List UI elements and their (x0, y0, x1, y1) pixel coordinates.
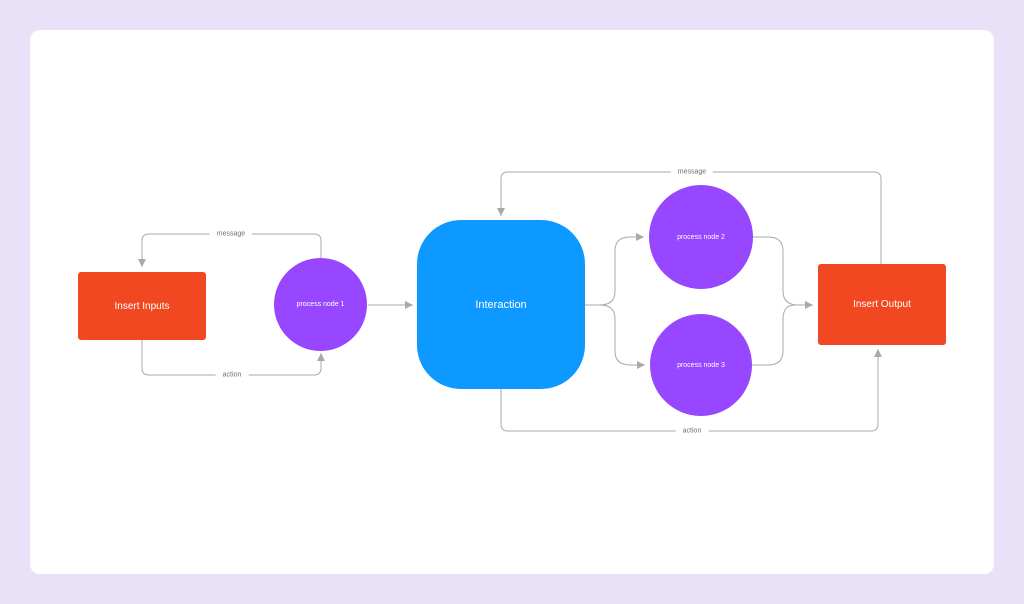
node-process-node-1-label: process node 1 (296, 301, 345, 308)
node-interaction-label: Interaction (475, 298, 527, 311)
node-insert-inputs-label: Insert Inputs (114, 300, 170, 312)
node-insert-output[interactable]: Insert Output (818, 264, 946, 345)
node-process-node-1[interactable]: process node 1 (274, 258, 367, 351)
node-process-node-2[interactable]: process node 2 (649, 185, 753, 289)
edge-label-message-left[interactable]: message (209, 229, 253, 239)
edge-label-action-left[interactable]: action (215, 370, 249, 380)
node-insert-output-label: Insert Output (853, 299, 911, 310)
node-insert-inputs[interactable]: Insert Inputs (78, 272, 206, 340)
node-process-node-2-label: process node 2 (677, 233, 725, 241)
edge-interaction-to-node2 (585, 233, 644, 306)
edge-interaction-to-node3 (599, 304, 645, 369)
node-interaction[interactable]: Interaction (417, 220, 585, 389)
edge-node3-to-output (752, 304, 796, 366)
edge-label-message-right[interactable]: message (670, 167, 714, 177)
node-process-node-3[interactable]: process node 3 (650, 314, 752, 416)
edge-node2-to-output (753, 236, 813, 309)
node-process-node-3-label: process node 3 (677, 361, 725, 369)
edge-label-action-right[interactable]: action (675, 426, 709, 436)
edge-message-node1-to-inputs (138, 233, 322, 267)
